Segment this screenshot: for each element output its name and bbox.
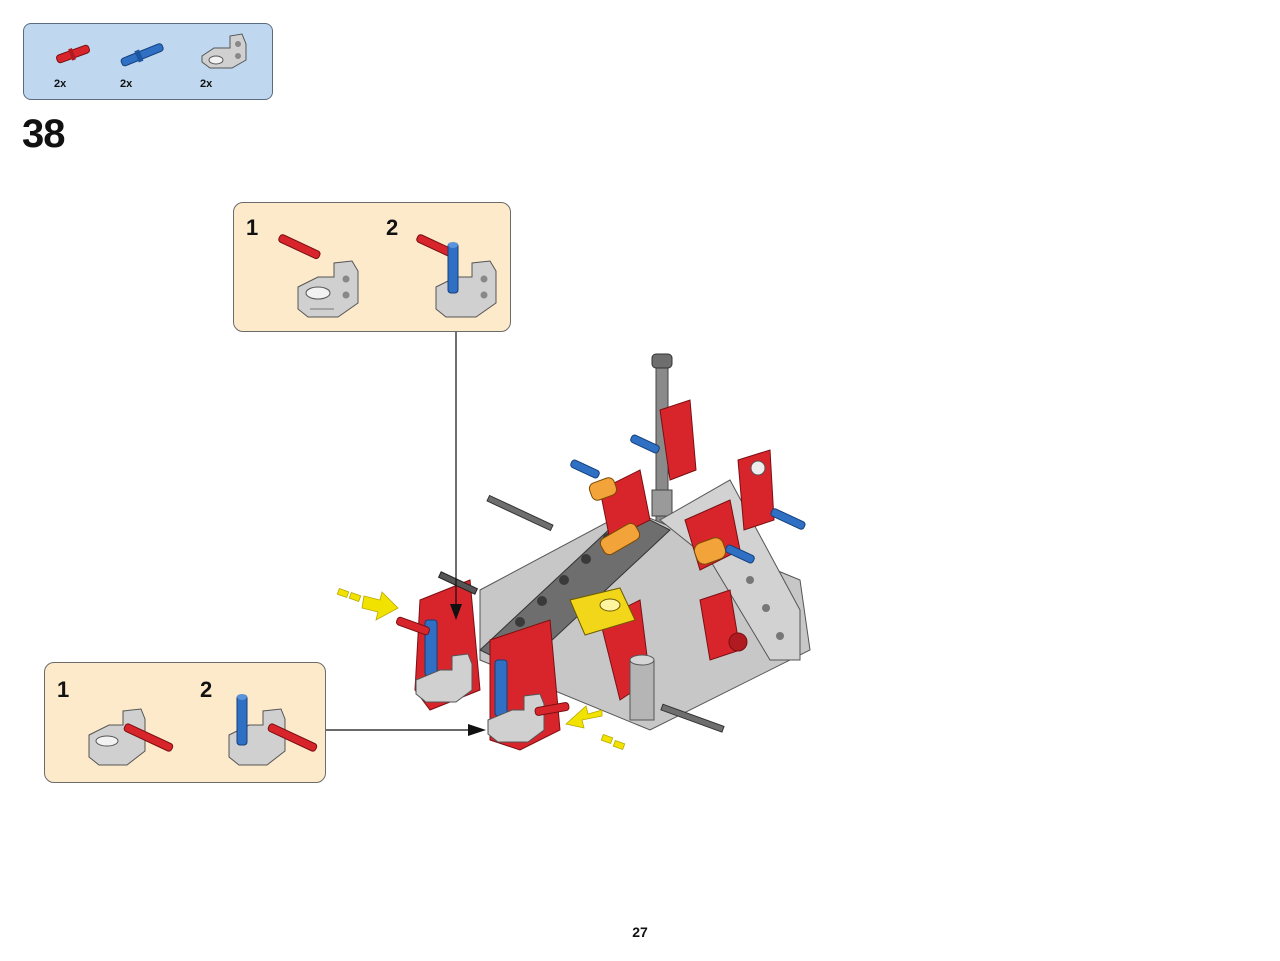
subassembly-callout-top: 1 2 [233, 202, 511, 332]
subassembly-callout-bottom: 1 2 [44, 662, 326, 783]
parts-list-callout: 2x 2x 2x [23, 23, 273, 100]
step-number: 38 [22, 112, 65, 156]
substep-number: 2 [200, 677, 213, 702]
substep-2-figure-icon [228, 694, 318, 766]
substep-2-figure-icon [416, 234, 497, 318]
part-qty: 2x [200, 78, 213, 90]
substep-number: 2 [386, 215, 399, 240]
blue-axle-pin-icon [120, 43, 164, 67]
gray-angle-connector-icon [201, 33, 247, 69]
red-axle-pin-icon [56, 44, 90, 64]
substep-number: 1 [57, 677, 70, 702]
substep-number: 1 [246, 215, 259, 240]
part-gray-angle-connector: 2x [196, 24, 266, 99]
insertion-arrow-left [336, 587, 399, 621]
insertion-arrow-right [565, 705, 626, 751]
main-assembly-illustration [336, 353, 811, 751]
page-number: 27 [632, 924, 648, 940]
substep-1-figure-icon [278, 234, 359, 318]
part-qty: 2x [120, 78, 133, 90]
part-blue-axle-pin: 2x [114, 24, 184, 99]
part-qty: 2x [54, 78, 67, 90]
part-red-axle-pin: 2x [48, 24, 118, 99]
substep-1-figure-icon [88, 708, 174, 766]
